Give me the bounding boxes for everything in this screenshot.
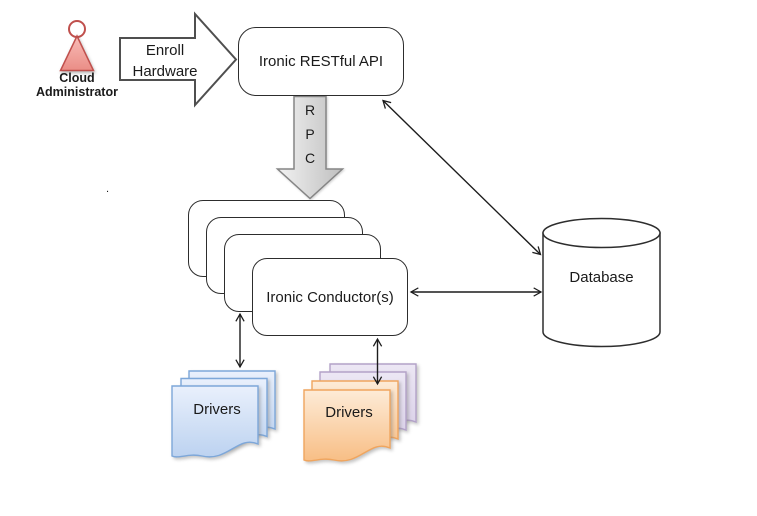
driver-doc-blue-front: [171, 385, 259, 458]
database-label: Database: [569, 269, 634, 286]
cloud-admin-body-icon: [59, 34, 95, 72]
cloud-admin-label: Cloud Administrator: [36, 71, 118, 99]
connector-api-database: [382, 99, 542, 256]
rpc-label: R P C: [294, 102, 326, 166]
conductor-box-front: Ironic Conductor(s): [252, 258, 408, 336]
enroll-hardware-label: Enroll Hardware: [132, 42, 198, 80]
rpc-block-arrow: [275, 95, 345, 200]
conductor-box-label: Ironic Conductor(s): [266, 288, 394, 306]
api-box: Ironic RESTful API: [238, 27, 404, 96]
database-cylinder-top: [542, 217, 661, 249]
drivers-orange-label: Drivers: [325, 404, 373, 421]
enroll-hardware-block-arrow: [119, 11, 238, 108]
rpc-letter-r: R: [304, 102, 316, 118]
stray-period-mark: .: [106, 183, 110, 195]
drivers-blue-label: Drivers: [193, 401, 241, 418]
rpc-letter-c: C: [304, 150, 316, 166]
api-box-label: Ironic RESTful API: [258, 53, 384, 70]
rpc-letter-p: P: [305, 126, 315, 142]
driver-doc-orange-front: [303, 389, 391, 462]
database-cylinder-body: [542, 232, 661, 348]
